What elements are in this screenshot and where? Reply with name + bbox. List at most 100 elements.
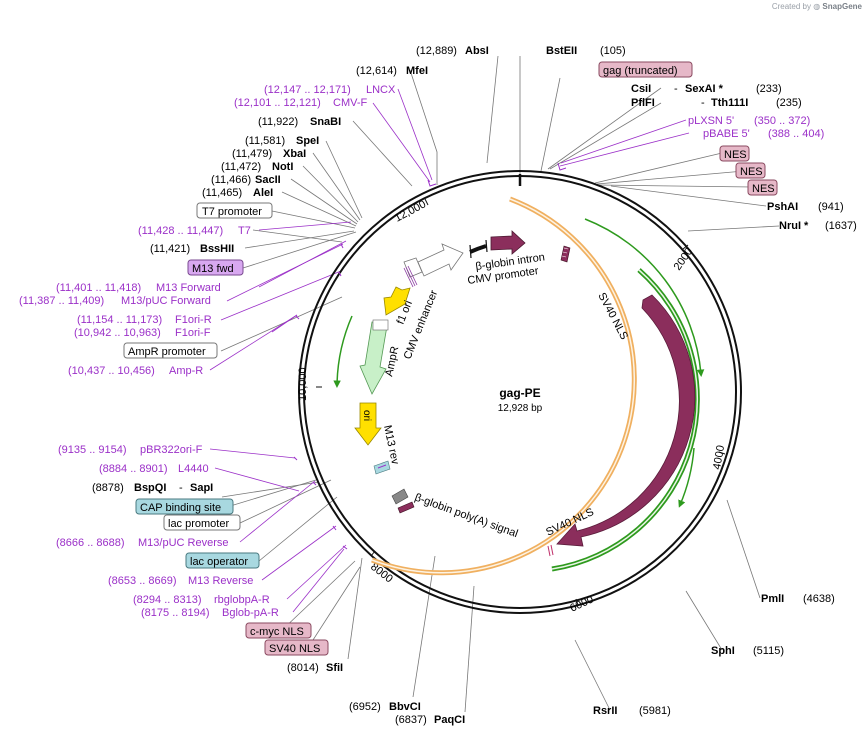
site-bbvci-name: BbvCI (389, 701, 421, 713)
primer-m13rev-name: M13 Reverse (188, 575, 253, 587)
site-sacii-name: SacII (255, 174, 281, 186)
green-arc-cas9-highlight (551, 269, 698, 570)
nes-box-1 (719, 145, 750, 162)
site-bspqi-pos: (8878) (92, 482, 124, 494)
svg-text:-: - (701, 97, 705, 109)
site-nrui-pos: (1637) (825, 220, 857, 232)
green-arc-right (678, 447, 695, 508)
primer-f1orif-name: F1ori-F (175, 327, 211, 339)
site-alei-name: AleI (253, 187, 273, 199)
lac-promoter-label: lac promoter (168, 518, 229, 530)
primer-plxsn-pos: (350 .. 372) (754, 115, 810, 127)
bglobin-intron-bar (469, 244, 487, 254)
credit-brand: SnapGene (822, 2, 862, 11)
site-noti-name: NotI (272, 161, 293, 173)
gag-band-highlight (371, 198, 635, 574)
nes-label-1: NES (724, 149, 747, 161)
primer-ampr-name: Amp-R (169, 365, 203, 377)
t7-promoter-label: T7 promoter (202, 206, 262, 218)
site-xbai-pos: (11,479) (232, 148, 272, 160)
primer-rbglob-pos: (8294 .. 8313) (133, 594, 202, 606)
tick-label-4000: 4000 (711, 444, 727, 470)
primer-f1orir-pos: (11,154 .. 11,173) (77, 314, 162, 326)
ampr-promoter-mark (372, 319, 389, 331)
site-bbvci-pos: (6952) (349, 701, 381, 713)
plasmid-name: gag-PE (499, 386, 540, 400)
lac-operator-box (185, 552, 260, 569)
site-snabi-pos: (11,922) (258, 116, 298, 128)
primer-ticks (293, 162, 567, 550)
site-absi-pos: (12,889) (416, 45, 457, 57)
bglobin-polya-label: β-globin poly(A) signal (413, 492, 520, 541)
ampr-label: AmpR (383, 345, 401, 377)
site-sexai-name: SexAI * (685, 83, 724, 95)
site-rsrii-name: RsrII (593, 705, 617, 717)
primer-ampr-pos: (10,437 .. 10,456) (68, 365, 155, 377)
primer-m13pucfwd-pos: (11,387 .. 11,409) (19, 295, 104, 307)
primer-pbabe-pos: (388 .. 404) (768, 128, 824, 140)
cmv-promoter-arrow (417, 243, 464, 277)
tick-label-10000: 10,000 (297, 367, 309, 401)
m13-rev-label: M13 rev (381, 424, 401, 466)
cas9-arrow (556, 294, 696, 547)
nes-label-3: NES (752, 183, 775, 195)
primer-rbglob-name: rbglobpA-R (214, 594, 270, 606)
cap-binding-site-label: CAP binding site (140, 502, 221, 514)
site-sfii-name: SfiI (326, 662, 343, 674)
primer-bglobpa-pos: (8175 .. 8194) (141, 607, 210, 619)
site-nrui-name: NruI * (779, 220, 809, 232)
site-bsshii-name: BssHII (200, 243, 234, 255)
lac-region-marks (373, 460, 415, 514)
site-csii-name: CsiI (631, 83, 651, 95)
green-arc-upper (584, 218, 705, 377)
site-pmli-name: PmlI (761, 593, 784, 605)
site-sfii-pos: (8014) (287, 662, 319, 674)
cmv-enhancer-label: CMV enhancer (402, 288, 441, 361)
primer-m13rev-pos: (8653 .. 8669) (108, 575, 177, 587)
site-mfei-pos: (12,614) (356, 65, 397, 77)
primer-t7-pos: (11,428 .. 11,447) (138, 225, 223, 237)
primer-l4440-pos: (8884 .. 8901) (99, 463, 168, 475)
gag-truncated-label: gag (truncated) (603, 65, 678, 77)
primer-m13pucfwd-name: M13/pUC Forward (121, 295, 211, 307)
primer-leader-lines (209, 88, 690, 613)
ori-arrow (354, 402, 382, 446)
ampr-arrow (359, 321, 388, 395)
site-paqci-pos: (6837) (395, 714, 427, 726)
site-bsteii-name: BstEII (546, 45, 577, 57)
site-spei-name: SpeI (296, 135, 319, 147)
primer-t7-name: T7 (238, 225, 251, 237)
f1-ori-arrow (383, 286, 411, 316)
site-tth111i-name: Tth111I (711, 97, 748, 109)
primer-pbr322-name: pBR322ori-F (140, 444, 203, 456)
green-arc-left (333, 315, 353, 388)
site-bspqi-name: BspQI (134, 482, 166, 494)
tick-label-12000: 12,000 (393, 198, 428, 224)
primer-l4440-name: L4440 (178, 463, 209, 475)
primer-m13pucrev-pos: (8666 .. 8688) (56, 537, 125, 549)
snapgene-logo-icon: ◍ (813, 2, 821, 11)
lac-promoter-box (163, 514, 241, 531)
cmyc-nls-label: c-myc NLS (250, 626, 304, 638)
primer-lncx-pos: (12,147 .. 12,171) (264, 84, 351, 96)
site-xbai-name: XbaI (283, 148, 306, 160)
site-sacii-pos: (11,466) (211, 174, 251, 186)
site-bsteii-pos: (105) (600, 45, 626, 57)
site-spei-pos: (11,581) (245, 135, 285, 147)
site-pshai-pos: (941) (818, 201, 844, 213)
m13-fwd-label: M13 fwd (192, 263, 234, 275)
svg-text:-: - (674, 83, 678, 95)
ampr-promoter-label: AmpR promoter (128, 346, 206, 358)
gag-arrow (490, 230, 526, 255)
site-rsrii-pos: (5981) (639, 705, 671, 717)
primer-f1orir-name: F1ori-R (175, 314, 212, 326)
sv40-nls-box-label: SV40 NLS (269, 643, 320, 655)
site-pshai-name: PshAI (767, 201, 798, 213)
cap-binding-site-box (135, 498, 234, 515)
ampr-promoter-box (123, 342, 218, 359)
primer-pbabe-name: pBABE 5' (703, 128, 750, 140)
site-absi-name: AbsI (465, 45, 489, 57)
ori-label: ori (361, 410, 372, 421)
primer-lncx-name: LNCX (366, 84, 396, 96)
